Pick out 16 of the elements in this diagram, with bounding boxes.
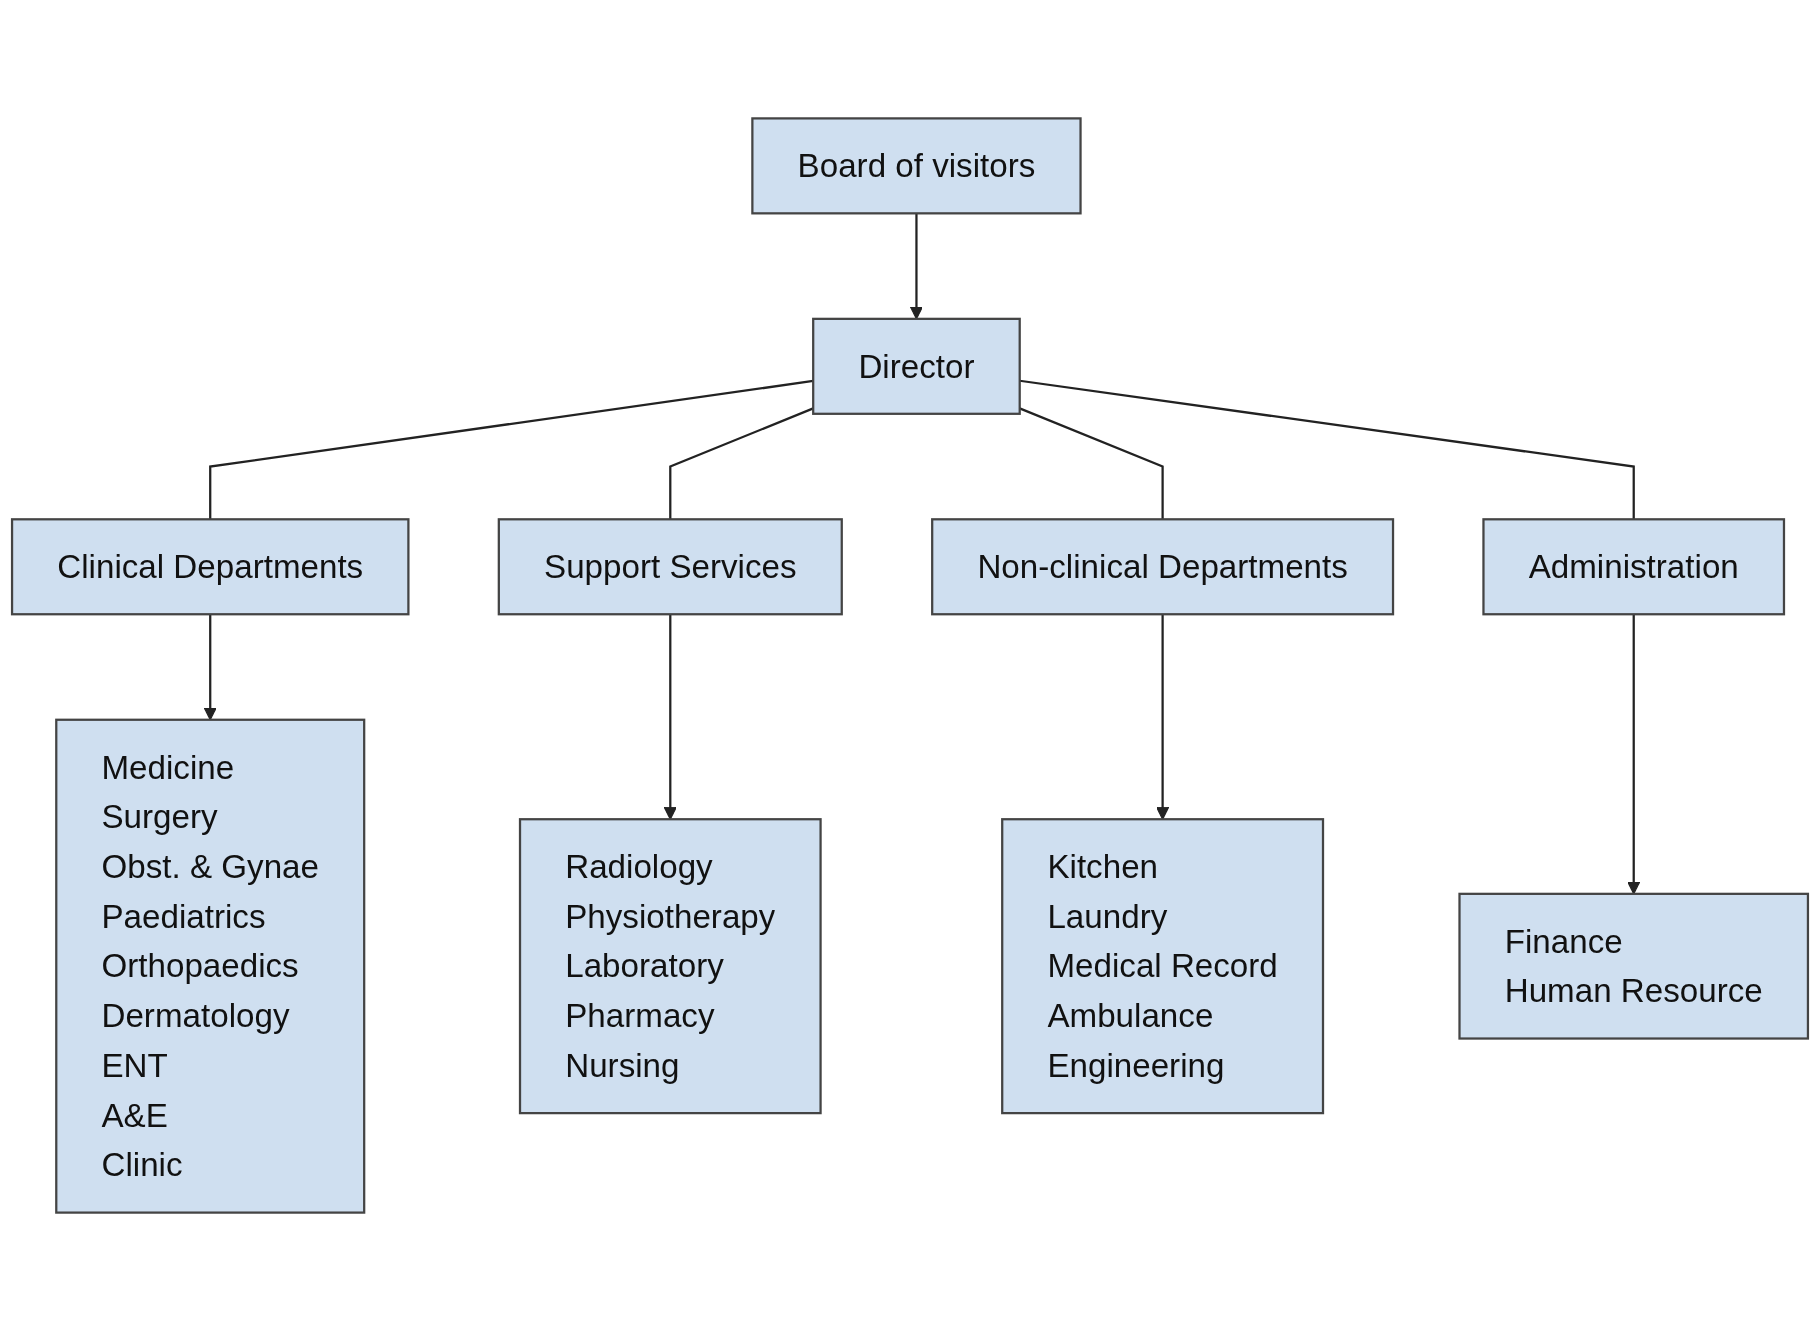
- connector: [1019, 407, 1164, 520]
- node-box: Non-clinical Departments: [931, 518, 1395, 616]
- node-box: Kitchen Laundry Medical Record Ambulance Engineering: [1001, 818, 1325, 1115]
- node-box: Radiology Physiotherapy Laboratory Pharmacy Nursing: [518, 818, 822, 1115]
- node-box: Medicine Surgery Obst. & Gynae Paediatrics Orthopaedics Dermatology ENT A&E Clinic: [55, 718, 366, 1214]
- node-box: Administration: [1482, 518, 1786, 616]
- connector: [1019, 379, 1635, 520]
- arrow: [1156, 614, 1170, 820]
- connector: [669, 407, 814, 520]
- node-box: Clinical Departments: [10, 518, 410, 616]
- node-box: Board of visitors: [751, 117, 1082, 215]
- arrow: [663, 614, 677, 820]
- connector: [209, 379, 814, 520]
- node-box: Finance Human Resource: [1458, 892, 1810, 1040]
- node-box: Director: [812, 317, 1021, 415]
- node-box: Support Services: [497, 518, 843, 616]
